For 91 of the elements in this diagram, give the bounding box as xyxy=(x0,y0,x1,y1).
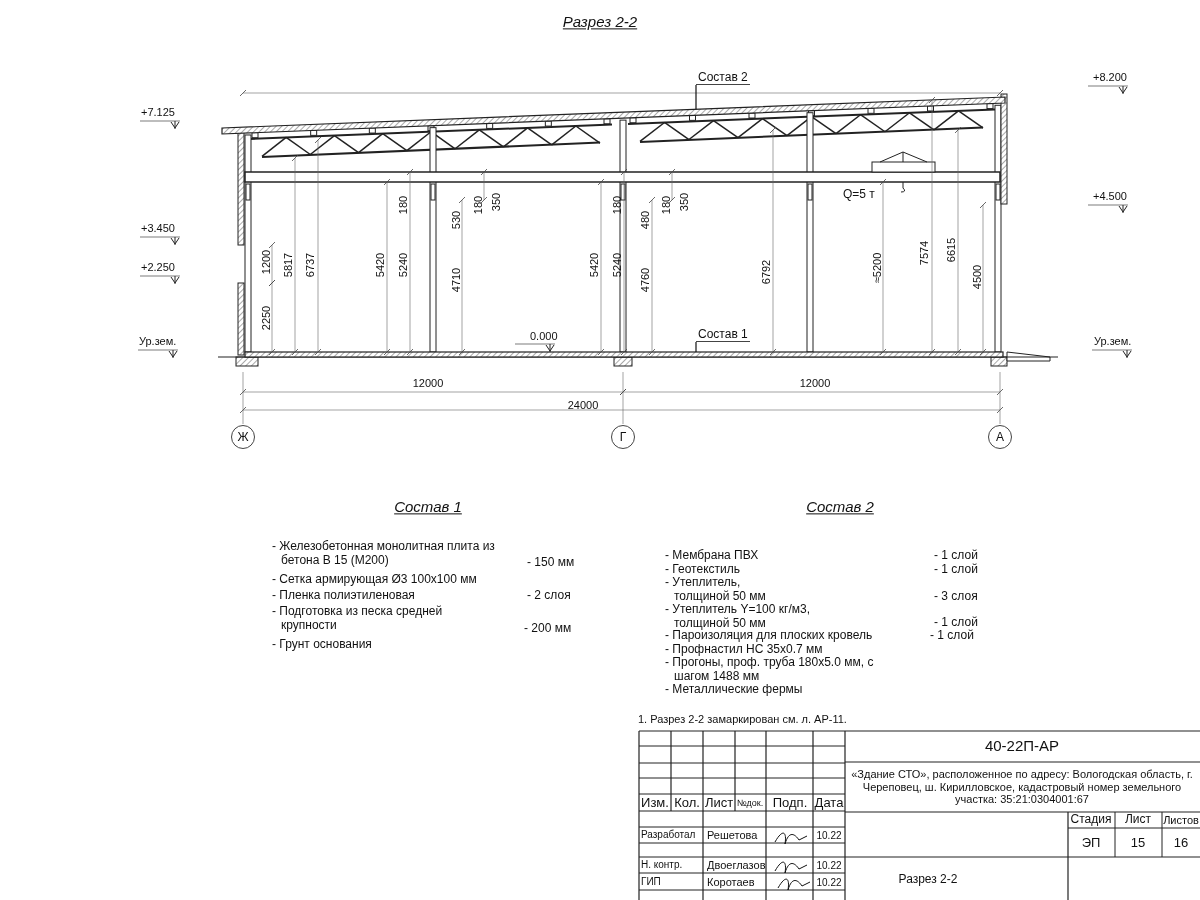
dimension-value: 350 xyxy=(677,192,691,212)
callout-label: Состав 2 xyxy=(696,70,750,85)
sheet-number: 15 xyxy=(1130,835,1146,851)
dimension-value: 530 xyxy=(449,210,463,230)
drawing-title: Разрез 2-2 xyxy=(562,13,638,31)
callout-label: Состав 1 xyxy=(696,327,750,342)
column-header: Листов xyxy=(1163,813,1199,827)
person-name: Коротаев xyxy=(707,875,755,889)
dimension-value: 12000 xyxy=(799,376,831,390)
role-label: Разработал xyxy=(641,829,696,841)
layer-item: - Утеплитель, толщиной 50 мм xyxy=(665,576,767,604)
level-value: +8.200 xyxy=(1093,70,1127,84)
layer-value: - 1 слой xyxy=(934,616,978,630)
axis-marker: Ж xyxy=(231,425,255,449)
dimension-value: 5817 xyxy=(281,252,295,278)
ground-level-label: Ур.зем. xyxy=(139,334,177,348)
dimension-value: ≈5200 xyxy=(870,252,884,284)
axis-marker: А xyxy=(988,425,1012,449)
dimension-value: 6615 xyxy=(944,237,958,263)
dimension-value: 5420 xyxy=(373,252,387,278)
level-value: +2.250 xyxy=(141,260,175,274)
layer-value: - 3 слоя xyxy=(934,590,978,604)
dimension-value: 6737 xyxy=(303,252,317,278)
leader-line xyxy=(695,84,697,110)
sheet-code: 40-22П-АР xyxy=(984,737,1060,755)
dimension-value: 5240 xyxy=(396,252,410,278)
dimension-value: 350 xyxy=(489,192,503,212)
dimension-value: 4500 xyxy=(970,264,984,290)
dimension-value: 4710 xyxy=(449,267,463,293)
load-label: Q=5 т xyxy=(843,188,875,202)
column-header: №док. xyxy=(736,797,764,809)
dimension-value: 1200 xyxy=(259,249,273,275)
layer-value: - 200 мм xyxy=(524,622,572,636)
layer-item: - Прогоны, проф. труба 180х5.0 мм, с шагом 1488 мм xyxy=(665,656,875,684)
layer-value: - 1 слой xyxy=(934,563,978,577)
column-header: Лист xyxy=(704,795,734,811)
ground-level-label: Ур.зем. xyxy=(1094,334,1132,348)
date-text: 10.22 xyxy=(816,830,842,842)
column-header: Лист xyxy=(1124,813,1152,827)
dimension-value: 5420 xyxy=(587,252,601,278)
column-header: Стадия xyxy=(1070,813,1112,827)
stage-value: ЭП xyxy=(1081,835,1101,851)
section-heading: Состав 1 xyxy=(394,498,462,516)
dimension-value: 2250 xyxy=(259,305,273,331)
layer-item: - Утеплитель Y=100 кг/м3, толщиной 50 мм xyxy=(665,603,811,631)
level-value: 0.000 xyxy=(530,329,558,343)
column-header: Дата xyxy=(814,795,844,811)
role-label: Н. контр. xyxy=(641,859,683,871)
project-address: «Здание СТО», расположенное по адресу: Вологодская область, г. Череповец, ш. Кирилловское, кадастровый номер земельного участка: 35:21:0304001:67 xyxy=(850,768,1194,806)
layer-item: - Геотекстиль xyxy=(665,563,740,577)
leader-line xyxy=(695,341,697,353)
layer-item: - Пленка полиэтиленовая xyxy=(272,589,415,603)
sheet-count: 16 xyxy=(1173,835,1189,851)
layer-item: - Подготовка из песка средней крупности xyxy=(272,605,444,633)
dimension-value: 7574 xyxy=(917,240,931,266)
layer-value: - 2 слоя xyxy=(527,589,571,603)
axis-marker: Г xyxy=(611,425,635,449)
column-header: Кол. xyxy=(674,795,700,811)
layer-item: - Металлические фермы xyxy=(665,683,803,697)
layer-item: - Железобетонная монолитная плита из бетона В 15 (М200) xyxy=(272,540,496,568)
note-text: 1. Разрез 2-2 замаркирован см. л. АР-11. xyxy=(638,712,847,726)
date-text: 10.22 xyxy=(816,860,842,872)
layer-item: - Пароизоляция для плоских кровель xyxy=(665,629,873,643)
person-name: Двоеглазов xyxy=(707,858,766,872)
layer-value: - 1 слой xyxy=(934,549,978,563)
date-text: 10.22 xyxy=(816,877,842,889)
layer-item: - Сетка армирующая Ø3 100х100 мм xyxy=(272,573,477,587)
level-value: +4.500 xyxy=(1093,189,1127,203)
drawing-name: Разрез 2-2 xyxy=(898,873,958,887)
level-value: +3.450 xyxy=(141,221,175,235)
person-name: Решетова xyxy=(707,828,758,842)
dimension-value: 6792 xyxy=(759,259,773,285)
layer-item: - Мембрана ПВХ xyxy=(665,549,759,563)
dimension-value: 180 xyxy=(396,195,410,215)
layer-value: - 150 мм xyxy=(527,556,575,570)
dimension-value: 180 xyxy=(471,195,485,215)
layer-item: - Профнастил НС 35х0.7 мм xyxy=(665,643,823,656)
column-header: Подп. xyxy=(772,795,808,811)
dimension-value: 180 xyxy=(659,195,673,215)
dimension-value: 12000 xyxy=(412,376,444,390)
dimension-value: 480 xyxy=(638,210,652,230)
section-heading: Состав 2 xyxy=(806,498,874,516)
role-label: ГИП xyxy=(641,876,661,888)
dimension-value: 180 xyxy=(610,195,624,215)
dimension-value: 24000 xyxy=(567,398,599,412)
layer-item: - Грунт основания xyxy=(272,638,372,652)
layer-value: - 1 слой xyxy=(930,629,974,643)
column-header: Изм. xyxy=(641,795,669,811)
dimension-value: 5240 xyxy=(610,252,624,278)
level-value: +7.125 xyxy=(141,105,175,119)
dimension-value: 4760 xyxy=(638,267,652,293)
